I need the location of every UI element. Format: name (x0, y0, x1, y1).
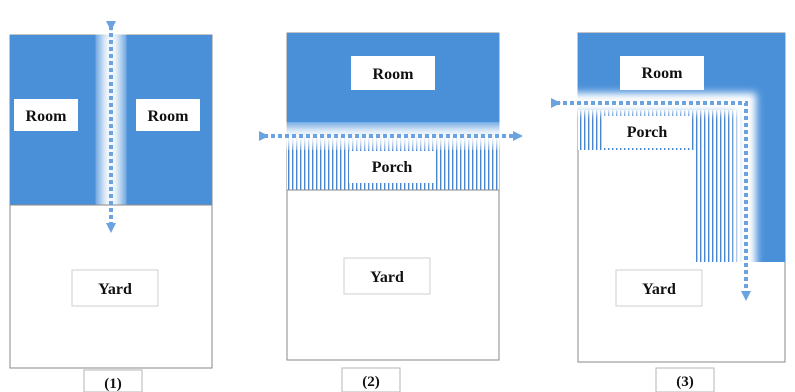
panel-1-room-right-label: Room (148, 108, 190, 125)
panel-2-porch-label-box (349, 151, 435, 183)
panel-3-room-label-box (620, 56, 704, 90)
panel-1-room-left-label-box (14, 99, 78, 131)
panel-3-room-label: Room (642, 65, 684, 82)
panel-1-yard-label-box (71, 269, 159, 307)
panel-2-yard-label-box (343, 257, 431, 295)
panel-1-room-left-label: Room (26, 108, 68, 125)
panel-1-room-right-label-box (136, 99, 200, 131)
panel-3-yard-label: Yard (642, 281, 676, 298)
panel-2-yard-label: Yard (370, 269, 404, 286)
panel-2-caption-box (341, 367, 401, 392)
panel-1-yard-label: Yard (98, 281, 132, 298)
panel-1-caption-box (83, 369, 143, 392)
panel-3-room-zone (578, 33, 785, 262)
panel-3-circulation-arrow (551, 98, 751, 301)
panel-3-caption-box (655, 367, 715, 392)
panel-2: Room Porch Yard (2) (259, 32, 523, 392)
panel-2-caption: (2) (362, 374, 380, 390)
panel-2-room-label: Room (373, 66, 415, 83)
panel-3: Room Porch Yard (3) (551, 32, 786, 392)
panel-2-room-label-box (351, 56, 435, 90)
panel-1: Room Room Yard (1) (9, 21, 213, 392)
panel-1-caption: (1) (104, 376, 122, 392)
panel-3-porch-label: Porch (627, 124, 668, 141)
panel-3-caption: (3) (676, 374, 694, 390)
panel-2-porch-label: Porch (372, 159, 413, 176)
